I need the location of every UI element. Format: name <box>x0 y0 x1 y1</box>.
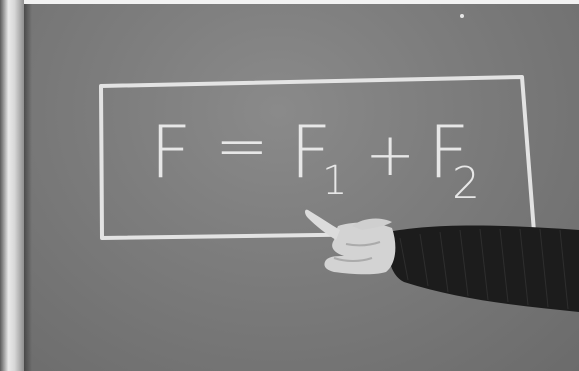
board-frame <box>0 0 24 371</box>
formula-lhs: F <box>150 110 192 194</box>
formula-plus: + <box>365 120 416 190</box>
formula-term2: F <box>428 110 470 194</box>
index-finger <box>305 209 340 240</box>
board-top-edge <box>24 0 579 4</box>
board-frame-shadow <box>24 0 32 371</box>
formula-equals: = <box>215 110 269 184</box>
arm-sleeve <box>387 225 579 312</box>
hand-palm <box>324 222 396 275</box>
formula-term1-subscript: 1 <box>322 158 348 204</box>
formula-term1: F <box>290 110 332 194</box>
formula-term2-subscript: 2 <box>452 158 480 209</box>
sleeve-texture <box>399 228 569 310</box>
chalk-dot <box>460 14 464 18</box>
thumb <box>352 218 392 230</box>
hand-shading <box>333 241 381 262</box>
